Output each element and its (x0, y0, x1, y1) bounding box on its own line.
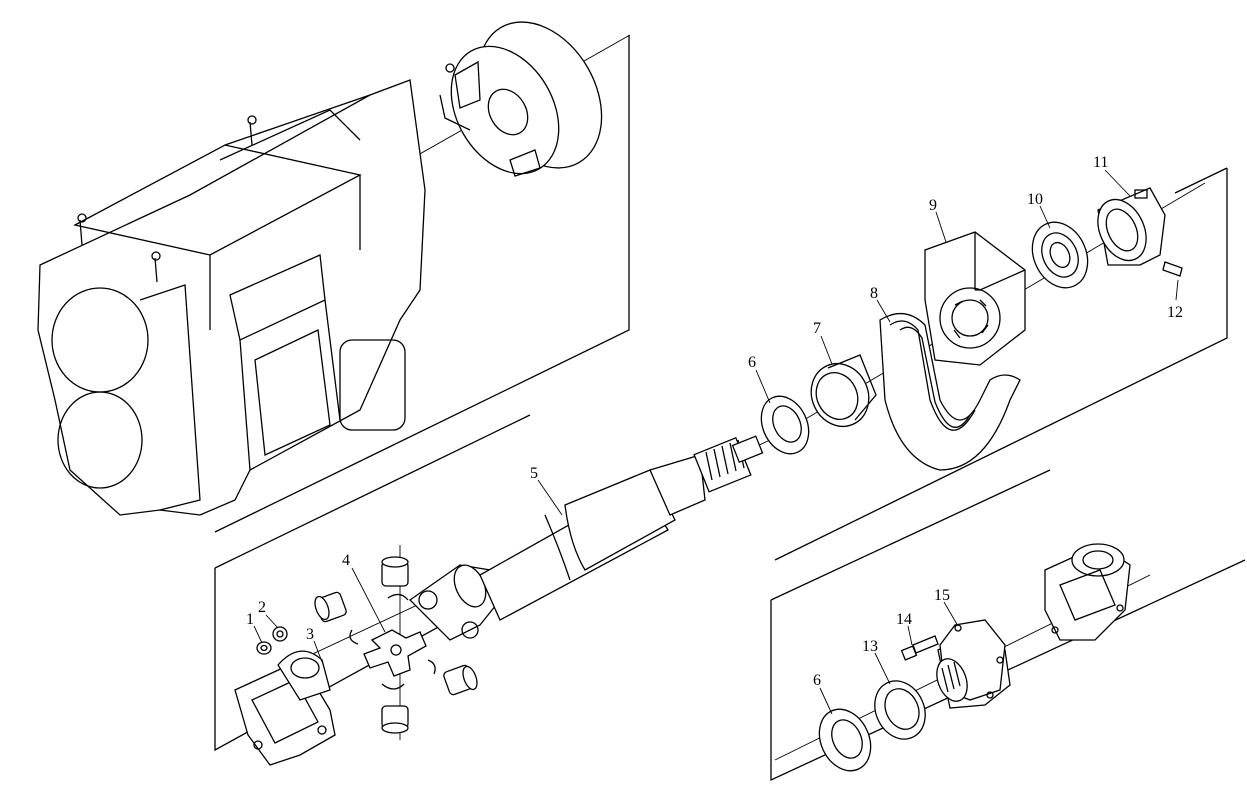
flange-bolt (900, 635, 939, 661)
grease-fitting (1162, 261, 1183, 277)
bearing-cup-top (381, 556, 409, 587)
callout-7: 7 (813, 320, 821, 337)
bearing-cup-left (314, 591, 347, 623)
callout-6-lower: 6 (813, 672, 821, 689)
bearing-collar (1097, 187, 1166, 266)
callout-10: 10 (1027, 191, 1043, 208)
splined-shaft (649, 435, 764, 516)
callout-9: 9 (929, 197, 937, 214)
rubber-cushion (879, 313, 1021, 471)
rear-housing-cover (439, 21, 603, 177)
ball-bearing (1031, 221, 1089, 289)
callout-12: 12 (1167, 304, 1183, 321)
section-plane-support-bearing (774, 167, 1228, 561)
nut-part (272, 626, 288, 642)
flange-yoke-right (1044, 543, 1131, 641)
callout-14: 14 (896, 611, 912, 628)
washer-part (256, 641, 272, 655)
slinger-washer-lower (818, 708, 872, 772)
callout-11: 11 (1093, 154, 1108, 171)
callout-6-upper: 6 (748, 354, 756, 371)
bearing-cup-bottom (381, 705, 409, 734)
dust-cover (810, 354, 877, 427)
flange-yoke-left (234, 650, 336, 766)
callout-2: 2 (258, 599, 266, 616)
transmission-housing (37, 79, 426, 516)
callout-4: 4 (342, 552, 350, 569)
callout-5: 5 (530, 465, 538, 482)
center-bearing-bracket (924, 231, 1026, 366)
callout-8: 8 (870, 285, 878, 302)
slip-yoke (408, 564, 501, 641)
housing-bore-lower (57, 391, 143, 489)
slinger-washer-upper (760, 395, 810, 455)
callout-13: 13 (862, 638, 878, 655)
snap-rings (349, 593, 436, 690)
driveshaft-tube (479, 469, 676, 621)
callout-3: 3 (306, 626, 314, 643)
callout-15: 15 (934, 587, 950, 604)
callout-labels: 1 2 3 4 5 6 6 7 8 9 10 11 12 13 14 15 (246, 154, 1183, 689)
universal-joint-cross (363, 629, 427, 677)
section-plane-transmission (214, 35, 630, 533)
leader-lines (253, 169, 1179, 715)
oil-seal (874, 680, 926, 740)
callout-1: 1 (246, 611, 254, 628)
bearing-cup-right (443, 664, 478, 696)
companion-flange (936, 619, 1011, 709)
